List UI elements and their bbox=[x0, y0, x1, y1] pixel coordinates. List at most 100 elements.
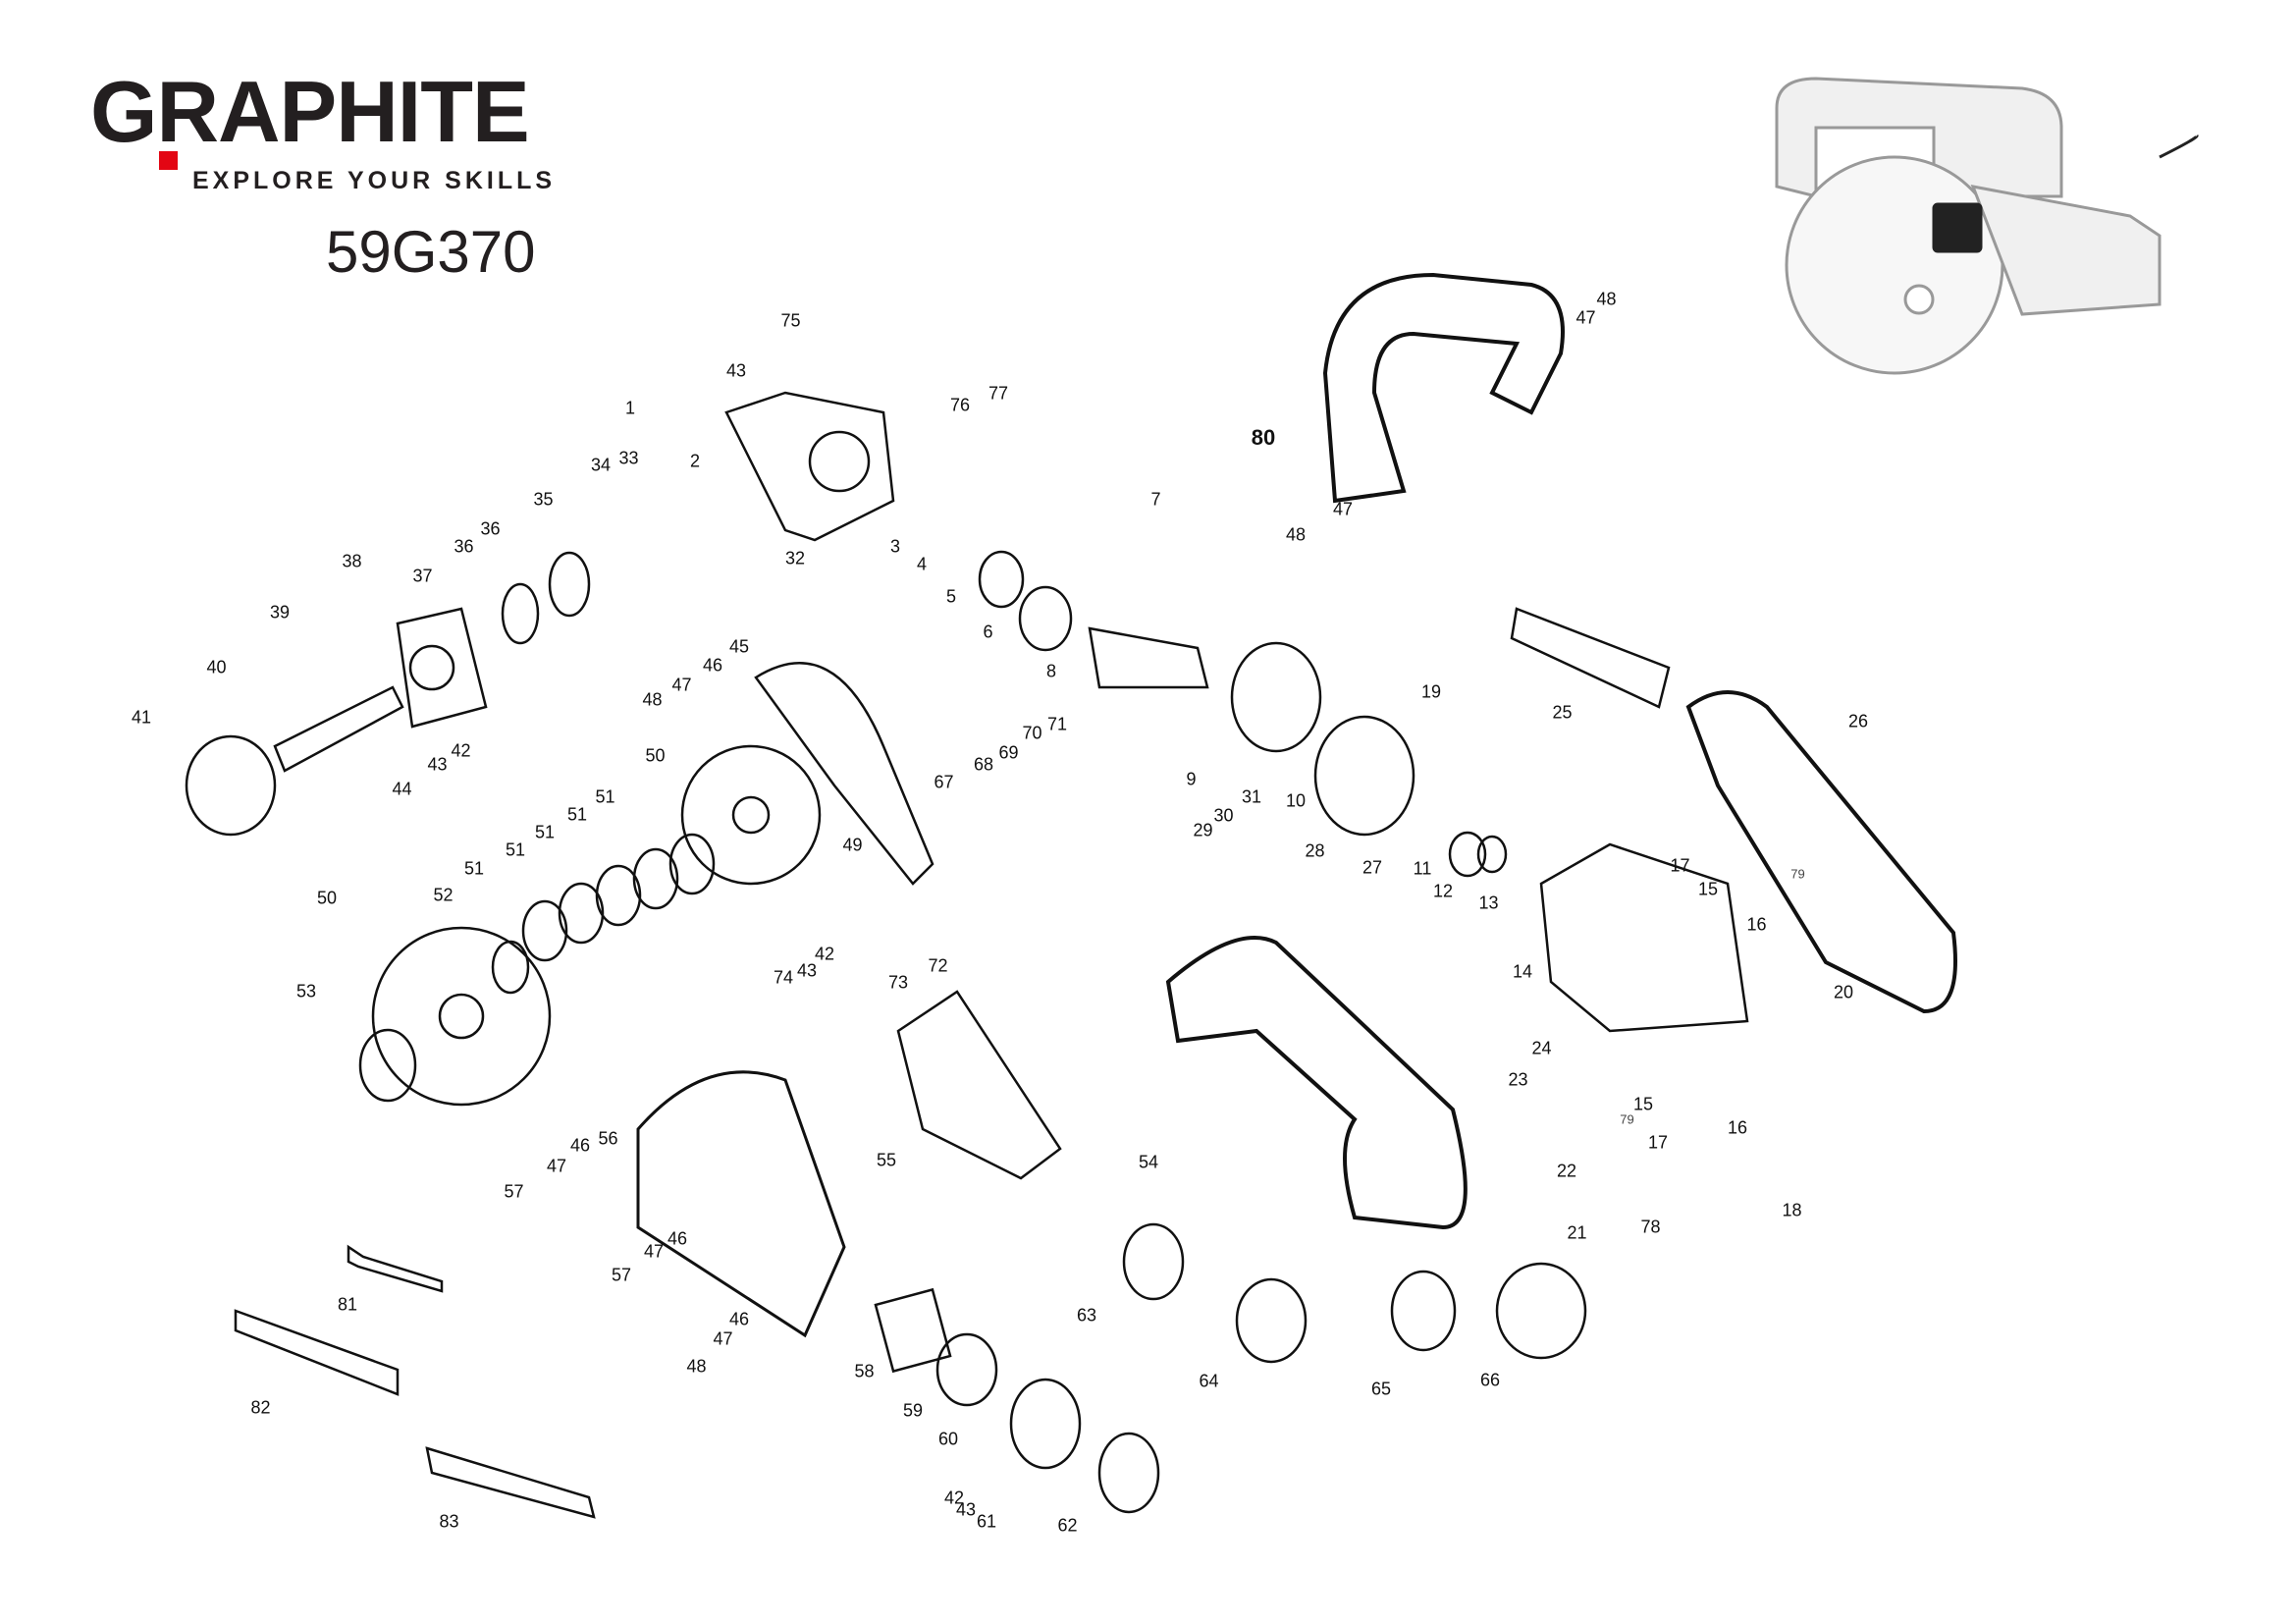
part-chisel bbox=[234, 1309, 400, 1396]
part-label-20: 20 bbox=[1833, 982, 1854, 1002]
part-label-6: 6 bbox=[983, 622, 993, 641]
part-label-16: 16 bbox=[1727, 1117, 1748, 1138]
model-number: 59G370 bbox=[326, 219, 536, 285]
part-label-26: 26 bbox=[1847, 711, 1869, 731]
part-label-43: 43 bbox=[955, 1499, 977, 1519]
part-pin-spanner bbox=[425, 1446, 596, 1519]
part-label-45: 45 bbox=[728, 636, 750, 656]
part-label-79: 79 bbox=[1790, 866, 1805, 881]
part-label-75: 75 bbox=[780, 310, 801, 331]
part-label-2: 2 bbox=[689, 451, 701, 470]
part-label-7: 7 bbox=[1150, 489, 1161, 509]
part-65 bbox=[1390, 1270, 1457, 1352]
part-label-60: 60 bbox=[937, 1429, 959, 1448]
part-label-4: 4 bbox=[916, 554, 928, 573]
logo-red-square bbox=[159, 151, 178, 170]
part-label-47: 47 bbox=[671, 675, 692, 694]
part-label-66: 66 bbox=[1479, 1370, 1501, 1389]
part-label-34: 34 bbox=[590, 455, 612, 475]
part-label-51: 51 bbox=[595, 786, 615, 806]
part-label-57: 57 bbox=[611, 1265, 632, 1285]
part-label-73: 73 bbox=[887, 972, 909, 992]
part-label-40: 40 bbox=[206, 657, 227, 677]
part-handle-top bbox=[1322, 272, 1565, 504]
part-label-51: 51 bbox=[566, 804, 588, 824]
part-bearings bbox=[501, 550, 1508, 878]
brand-logo: GRAPHITE bbox=[90, 63, 530, 160]
part-label-42: 42 bbox=[943, 1488, 965, 1507]
part-label-15: 15 bbox=[1697, 879, 1719, 899]
part-59 bbox=[935, 1332, 998, 1407]
part-stator bbox=[1313, 715, 1415, 837]
part-label-17: 17 bbox=[1670, 855, 1690, 876]
part-label-1: 1 bbox=[624, 398, 636, 417]
part-label-19: 19 bbox=[1420, 681, 1442, 702]
part-flange bbox=[396, 607, 488, 729]
part-label-61: 61 bbox=[976, 1511, 997, 1531]
part-label-64: 64 bbox=[1199, 1371, 1219, 1391]
part-label-43: 43 bbox=[725, 360, 747, 381]
part-field-coil bbox=[1230, 641, 1322, 753]
part-label-79: 79 bbox=[1620, 1111, 1634, 1127]
part-66 bbox=[1495, 1262, 1587, 1360]
part-label-14: 14 bbox=[1512, 961, 1533, 982]
part-front-handle bbox=[1165, 936, 1468, 1230]
brand-tagline: EXPLORE YOUR SKILLS bbox=[192, 167, 557, 194]
part-label-32: 32 bbox=[784, 548, 806, 568]
part-label-25: 25 bbox=[1552, 702, 1573, 723]
part-label-80: 80 bbox=[1251, 424, 1276, 450]
part-label-8: 8 bbox=[1045, 661, 1057, 681]
part-hex-key bbox=[347, 1244, 444, 1293]
part-label-63: 63 bbox=[1076, 1305, 1097, 1325]
part-front-guard bbox=[636, 1070, 846, 1338]
part-label-46: 46 bbox=[569, 1135, 591, 1156]
part-label-39: 39 bbox=[269, 602, 291, 623]
part-grip bbox=[1510, 607, 1671, 709]
part-label-42: 42 bbox=[451, 740, 471, 761]
part-63 bbox=[1122, 1222, 1185, 1301]
part-label-48: 48 bbox=[1596, 289, 1617, 308]
part-label-47: 47 bbox=[546, 1156, 567, 1176]
part-62 bbox=[1097, 1432, 1160, 1514]
part-gear-housing bbox=[724, 391, 895, 542]
part-60 bbox=[1009, 1378, 1082, 1470]
part-label-23: 23 bbox=[1508, 1069, 1528, 1089]
part-label-49: 49 bbox=[842, 835, 863, 855]
part-label-81: 81 bbox=[337, 1294, 358, 1315]
part-label-43: 43 bbox=[796, 960, 818, 980]
part-label-59: 59 bbox=[902, 1400, 924, 1421]
part-label-47: 47 bbox=[1575, 307, 1596, 328]
part-label-78: 78 bbox=[1640, 1217, 1661, 1236]
part-label-11: 11 bbox=[1413, 858, 1432, 879]
part-label-50: 50 bbox=[316, 888, 338, 908]
part-outer-flange bbox=[358, 1028, 417, 1103]
part-label-62: 62 bbox=[1057, 1515, 1078, 1536]
part-label-41: 41 bbox=[131, 707, 152, 727]
part-label-72: 72 bbox=[928, 955, 948, 976]
part-label-51: 51 bbox=[463, 858, 485, 879]
part-label-71: 71 bbox=[1046, 714, 1068, 734]
part-label-51: 51 bbox=[505, 839, 526, 859]
part-label-10: 10 bbox=[1285, 790, 1307, 811]
part-label-28: 28 bbox=[1305, 840, 1325, 861]
part-rear-handle bbox=[1685, 690, 1957, 1014]
part-blade-guard-rear bbox=[754, 662, 934, 886]
part-label-46: 46 bbox=[702, 655, 723, 676]
part-label-70: 70 bbox=[1022, 723, 1042, 743]
part-label-9: 9 bbox=[1186, 769, 1197, 788]
part-label-82: 82 bbox=[250, 1397, 271, 1418]
part-label-53: 53 bbox=[295, 981, 317, 1001]
product-illustration bbox=[1775, 77, 2199, 375]
part-label-21: 21 bbox=[1567, 1222, 1587, 1242]
part-label-31: 31 bbox=[1241, 786, 1262, 806]
part-label-12: 12 bbox=[1432, 881, 1454, 900]
part-label-50: 50 bbox=[645, 745, 666, 765]
part-label-47: 47 bbox=[643, 1241, 665, 1262]
part-label-47: 47 bbox=[1332, 499, 1354, 519]
part-blade-inner bbox=[680, 744, 822, 886]
part-label-36: 36 bbox=[454, 536, 474, 556]
part-label-46: 46 bbox=[667, 1228, 688, 1248]
part-label-35: 35 bbox=[533, 489, 554, 509]
part-58 bbox=[874, 1287, 952, 1374]
